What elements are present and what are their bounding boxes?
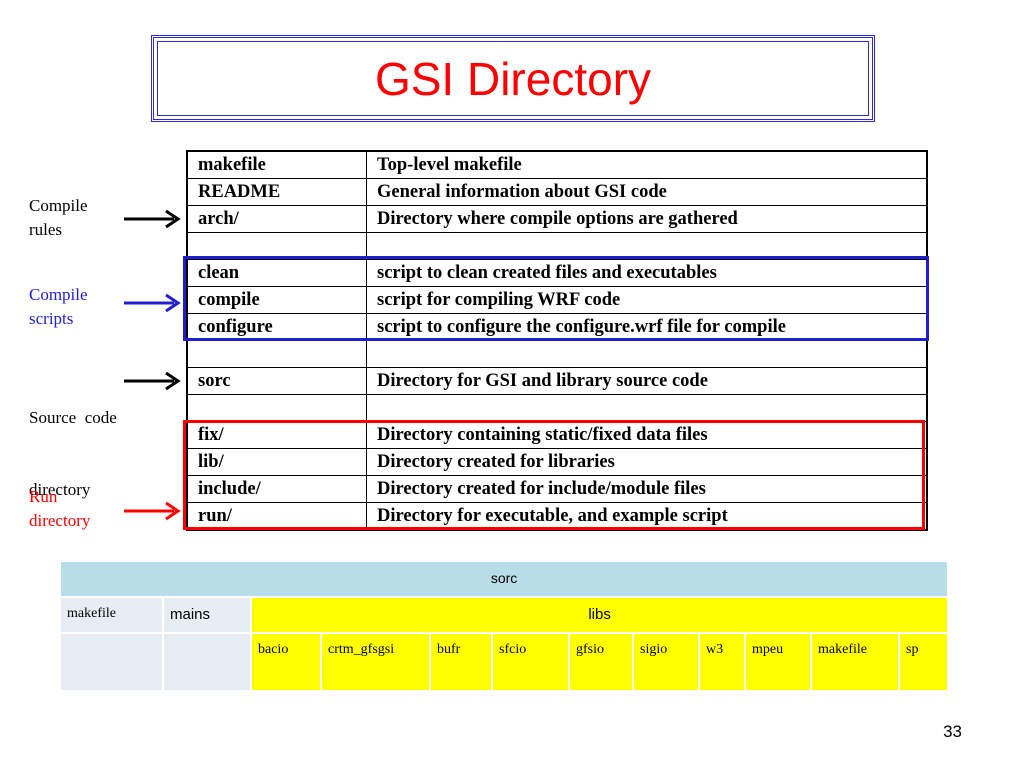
sorc-makefile-cell: makefile (59, 596, 164, 634)
source-code-label: Source code directory (29, 408, 117, 499)
file-name-cell: lib/ (186, 448, 367, 476)
lib-item-cell: sigio (632, 632, 700, 692)
file-name-cell: compile (186, 286, 367, 314)
file-description-cell (366, 340, 928, 368)
file-description-cell: Directory for GSI and library source cod… (366, 367, 928, 395)
table-row: fix/Directory containing static/fixed da… (186, 421, 928, 449)
page-number: 33 (943, 722, 962, 741)
table-row: include/Directory created for include/mo… (186, 475, 928, 503)
file-description-cell: Directory containing static/fixed data f… (366, 421, 928, 449)
file-name-cell: sorc (186, 367, 367, 395)
sorc-header: sorc (58, 560, 950, 598)
file-name-cell (186, 340, 367, 368)
file-name-cell: makefile (186, 150, 367, 179)
file-name-cell (186, 394, 367, 422)
file-description-cell: General information about GSI code (366, 178, 928, 206)
lib-item-cell: mpeu (744, 632, 812, 692)
table-spacer-row (186, 340, 928, 368)
lib-item-cell: w3 (698, 632, 746, 692)
file-description-cell: Directory created for include/module fil… (366, 475, 928, 503)
table-row: arch/Directory where compile options are… (186, 205, 928, 233)
lib-item-cell: bufr (429, 632, 493, 692)
file-name-cell: arch/ (186, 205, 367, 233)
run-directory-label: Run directory (29, 487, 91, 530)
file-description-cell: script to clean created files and execut… (366, 259, 928, 287)
lib-item-cell: crtm_gfsgsi (320, 632, 431, 692)
file-name-cell: run/ (186, 502, 367, 531)
lib-item-cell: sp (897, 632, 950, 692)
title-box: GSI Directory (151, 35, 875, 122)
file-name-cell: README (186, 178, 367, 206)
compile-scripts-arrow-icon (124, 293, 181, 313)
source-code-arrow-icon (124, 371, 181, 391)
file-description-cell: Directory where compile options are gath… (366, 205, 928, 233)
compile-rules-label: Compile rules (29, 196, 88, 239)
file-name-cell: include/ (186, 475, 367, 503)
file-description-cell: Directory created for libraries (366, 448, 928, 476)
sorc-empty-cell (162, 632, 252, 692)
sorc-empty-cell (59, 632, 164, 692)
file-name-cell: configure (186, 313, 367, 341)
table-spacer-row (186, 394, 928, 422)
run-directory-arrow-icon (124, 501, 181, 521)
table-spacer-row (186, 232, 928, 260)
file-description-cell: Top-level makefile (366, 150, 928, 179)
file-description-cell (366, 394, 928, 422)
lib-item-cell: bacio (250, 632, 322, 692)
lib-item-cell: gfsio (568, 632, 634, 692)
lib-item-cell: makefile (810, 632, 900, 692)
file-description-cell (366, 232, 928, 260)
lib-item-cell: sfcio (491, 632, 570, 692)
compile-scripts-label: Compile scripts (29, 285, 88, 328)
sorc-mains-cell: mains (162, 596, 252, 634)
compile-scripts-box (183, 256, 929, 341)
run-directory-box (183, 420, 925, 530)
compile-rules-arrow-icon (124, 209, 181, 229)
sorc-libs-cell: libs (249, 596, 950, 634)
table-row: run/Directory for executable, and exampl… (186, 502, 928, 531)
file-description-cell: Directory for executable, and example sc… (366, 502, 928, 531)
table-row: lib/Directory created for libraries (186, 448, 928, 476)
slide-title: GSI Directory (374, 52, 652, 105)
